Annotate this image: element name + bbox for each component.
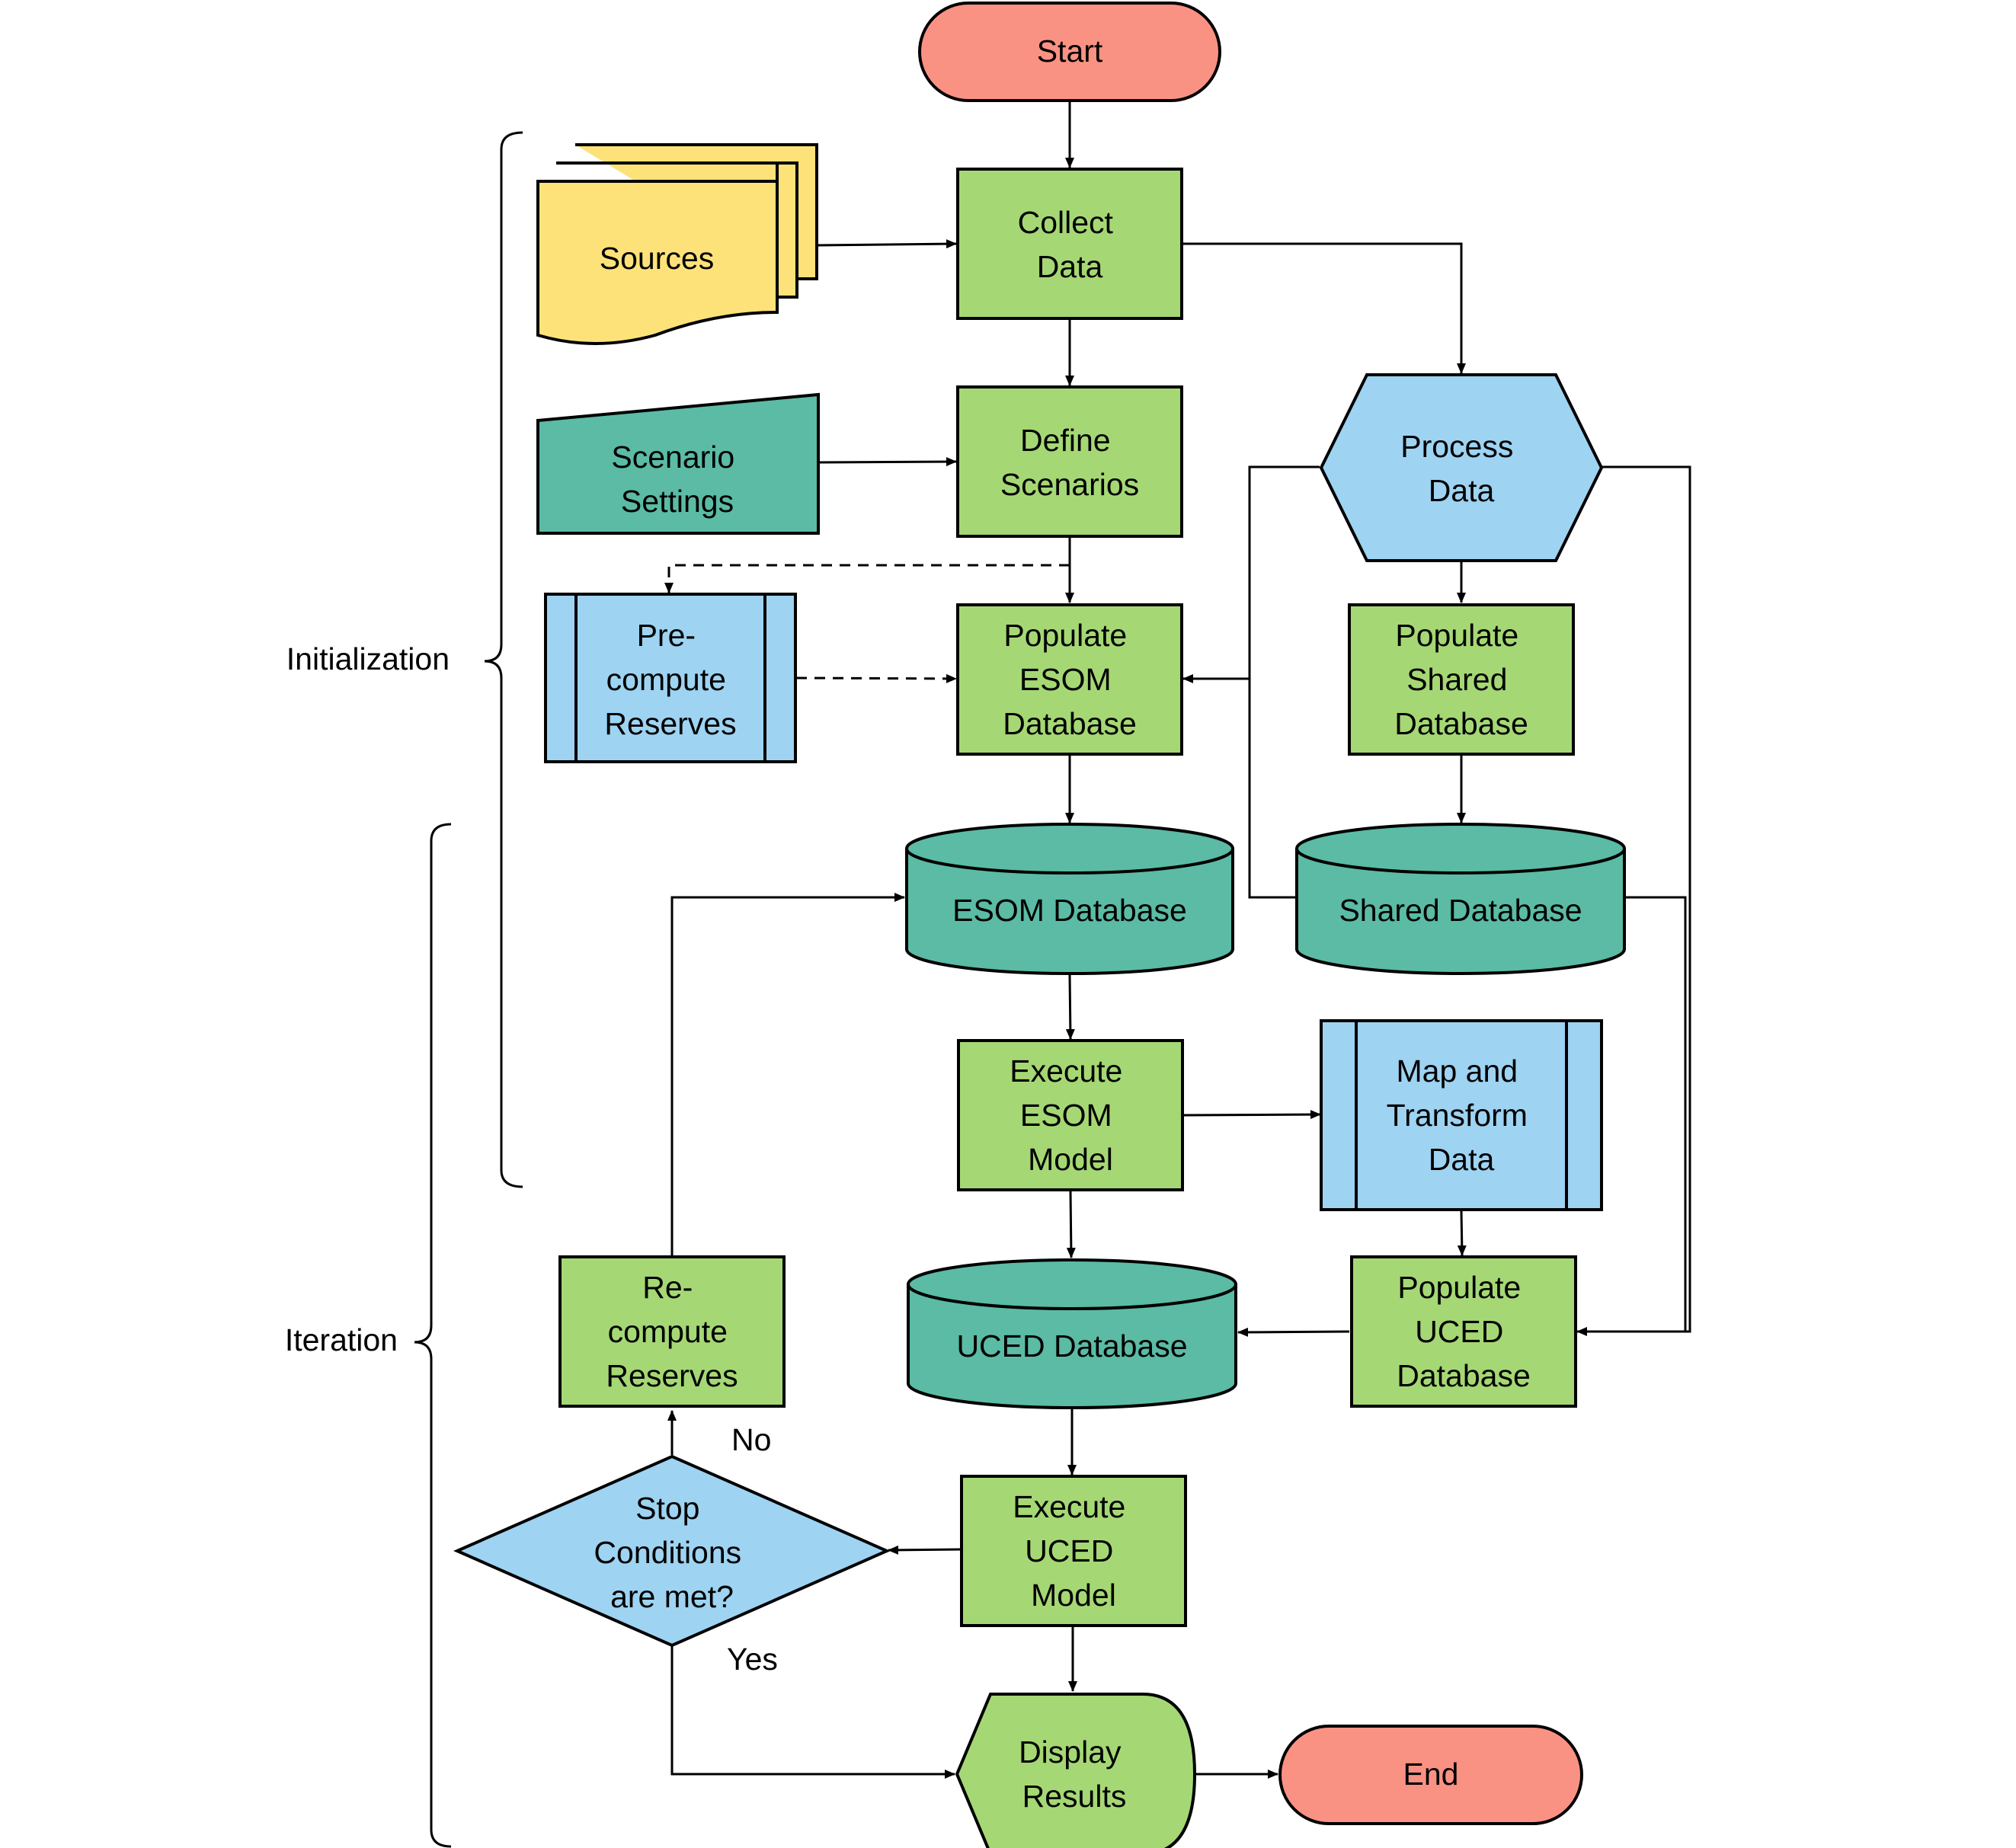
edge-execute-esom-map bbox=[1182, 1110, 1321, 1120]
edge-shared-db-left bbox=[1248, 679, 1295, 899]
start-terminal[interactable]: Start bbox=[918, 2, 1221, 102]
svg-text:Collect Data: Collect Data bbox=[1018, 205, 1122, 284]
display-line-1: Display bbox=[1019, 1734, 1122, 1770]
end-label: End bbox=[1403, 1757, 1459, 1792]
stop-line-3: are met? bbox=[610, 1579, 734, 1614]
recompute-line-1: Re- bbox=[642, 1270, 693, 1305]
shared-database-label: Shared Database bbox=[1339, 893, 1582, 928]
populate-esom-process[interactable]: Populate ESOM Database bbox=[956, 603, 1183, 756]
collect-data-process[interactable]: Collect Data bbox=[956, 168, 1183, 320]
precompute-line-1: Pre- bbox=[637, 618, 696, 653]
edge-stop-display bbox=[670, 1645, 955, 1779]
populate-uced-line-1: Populate bbox=[1397, 1270, 1521, 1305]
display-line-2: Results bbox=[1022, 1779, 1127, 1814]
process-data-hexagon[interactable]: Process Data bbox=[1319, 373, 1604, 562]
svg-text:Pre- compute R: Pre- compute Reserves bbox=[604, 618, 736, 741]
initialization-brace bbox=[484, 131, 523, 1188]
svg-text:Execute ESOM M: Execute ESOM Model bbox=[1010, 1053, 1131, 1177]
map-transform-subprocess[interactable]: Map and Transform Data bbox=[1320, 1019, 1603, 1211]
svg-text:Display Results: Display Results bbox=[1019, 1734, 1130, 1814]
map-transform-line-1: Map and bbox=[1397, 1053, 1518, 1089]
svg-text:Re- compute Re: Re- compute Reserves bbox=[606, 1270, 738, 1393]
esom-database-label: ESOM Database bbox=[952, 893, 1187, 928]
populate-uced-line-2: UCED bbox=[1415, 1314, 1503, 1349]
sources-document[interactable]: Sources bbox=[536, 143, 818, 345]
end-terminal[interactable]: End bbox=[1278, 1725, 1583, 1825]
recompute-line-3: Reserves bbox=[606, 1358, 738, 1393]
edge-execute-uced-stop bbox=[888, 1545, 961, 1555]
edge-precompute-populate-esom bbox=[795, 673, 957, 683]
stop-line-2: Conditions bbox=[594, 1535, 741, 1570]
populate-shared-line-1: Populate bbox=[1395, 618, 1518, 653]
uced-database-cylinder[interactable]: UCED Database bbox=[907, 1258, 1237, 1409]
svg-text:Stop Conditions: Stop Conditions are met? bbox=[594, 1491, 750, 1614]
process-data-line-2: Data bbox=[1429, 473, 1495, 508]
define-scenarios-line-1: Define bbox=[1020, 423, 1111, 458]
populate-esom-line-1: Populate bbox=[1003, 618, 1127, 653]
edge-shared-db-right bbox=[1626, 896, 1687, 1332]
populate-esom-line-3: Database bbox=[1003, 706, 1137, 741]
uced-database-label: UCED Database bbox=[956, 1328, 1187, 1364]
svg-text:Map and Transform: Map and Transform Data bbox=[1387, 1053, 1537, 1177]
populate-uced-process[interactable]: Populate UCED Database bbox=[1350, 1255, 1577, 1408]
precompute-line-3: Reserves bbox=[604, 706, 736, 741]
collect-data-line-2: Data bbox=[1037, 249, 1103, 284]
define-scenarios-process[interactable]: Define Scenarios bbox=[956, 385, 1183, 538]
sources-label: Sources bbox=[600, 241, 714, 276]
populate-esom-line-2: ESOM bbox=[1019, 662, 1112, 697]
edge-label-yes: Yes bbox=[727, 1642, 778, 1677]
svg-text:Define Scenarios: Define Scenarios bbox=[1000, 423, 1139, 502]
execute-uced-line-3: Model bbox=[1031, 1578, 1116, 1613]
populate-shared-line-3: Database bbox=[1394, 706, 1528, 741]
execute-esom-process[interactable]: Execute ESOM Model bbox=[957, 1039, 1184, 1191]
edge-sources-collect bbox=[816, 239, 957, 249]
svg-text:Populate UCED: Populate UCED Database bbox=[1397, 1270, 1531, 1393]
esom-database-cylinder[interactable]: ESOM Database bbox=[905, 823, 1234, 975]
scenario-settings-input[interactable]: Scenario Settings bbox=[536, 392, 820, 535]
define-scenarios-line-2: Scenarios bbox=[1000, 467, 1139, 502]
iteration-label: Iteration bbox=[285, 1322, 398, 1357]
edge-execute-esom-uced-db bbox=[1066, 1191, 1076, 1258]
scenario-settings-line-1: Scenario bbox=[611, 440, 734, 475]
execute-esom-line-2: ESOM bbox=[1020, 1098, 1112, 1133]
populate-shared-line-2: Shared bbox=[1406, 662, 1507, 697]
populate-uced-line-3: Database bbox=[1397, 1358, 1531, 1393]
display-results-display[interactable]: Display Results bbox=[955, 1693, 1197, 1848]
svg-text:Execute UCED M: Execute UCED Model bbox=[1013, 1489, 1134, 1613]
edge-process-populate-esom bbox=[1182, 465, 1320, 683]
edge-recompute-esom-db bbox=[670, 893, 905, 1255]
execute-uced-line-2: UCED bbox=[1025, 1533, 1113, 1568]
stop-line-1: Stop bbox=[635, 1491, 699, 1526]
precompute-reserves-subprocess[interactable]: Pre- compute Reserves bbox=[544, 593, 797, 763]
svg-text:Process Data: Process Data bbox=[1400, 429, 1522, 508]
svg-text:Populate ESOM: Populate ESOM Database bbox=[1003, 618, 1137, 741]
svg-text:Scenario Settings: Scenario Settings bbox=[611, 440, 743, 519]
edge-map-populate-uced bbox=[1457, 1210, 1467, 1256]
map-transform-line-2: Transform bbox=[1387, 1098, 1528, 1133]
recompute-reserves-process[interactable]: Re- compute Reserves bbox=[558, 1255, 786, 1408]
stop-conditions-decision[interactable]: Stop Conditions are met? bbox=[453, 1454, 891, 1648]
map-transform-line-3: Data bbox=[1429, 1142, 1495, 1177]
execute-esom-line-3: Model bbox=[1028, 1142, 1113, 1177]
recompute-line-2: compute bbox=[608, 1314, 728, 1349]
shared-database-cylinder[interactable]: Shared Database bbox=[1295, 823, 1626, 975]
execute-uced-line-1: Execute bbox=[1013, 1489, 1125, 1524]
start-label: Start bbox=[1037, 34, 1103, 69]
process-data-line-1: Process bbox=[1400, 429, 1513, 464]
edge-define-precompute bbox=[664, 564, 1070, 593]
collect-data-line-1: Collect bbox=[1018, 205, 1114, 240]
edge-process-populate-uced bbox=[1576, 465, 1691, 1336]
execute-esom-line-1: Execute bbox=[1010, 1053, 1122, 1089]
edge-label-no: No bbox=[731, 1422, 771, 1457]
edge-collect-process bbox=[1182, 242, 1466, 374]
connectors bbox=[664, 102, 1691, 1779]
scenario-settings-line-2: Settings bbox=[621, 484, 734, 519]
populate-shared-process[interactable]: Populate Shared Database bbox=[1348, 603, 1575, 756]
iteration-brace bbox=[414, 823, 452, 1848]
precompute-line-2: compute bbox=[606, 662, 726, 697]
execute-uced-process[interactable]: Execute UCED Model bbox=[960, 1475, 1187, 1627]
svg-text:Populate Shared: Populate Shared Database bbox=[1394, 618, 1528, 741]
initialization-label: Initialization bbox=[286, 641, 450, 676]
